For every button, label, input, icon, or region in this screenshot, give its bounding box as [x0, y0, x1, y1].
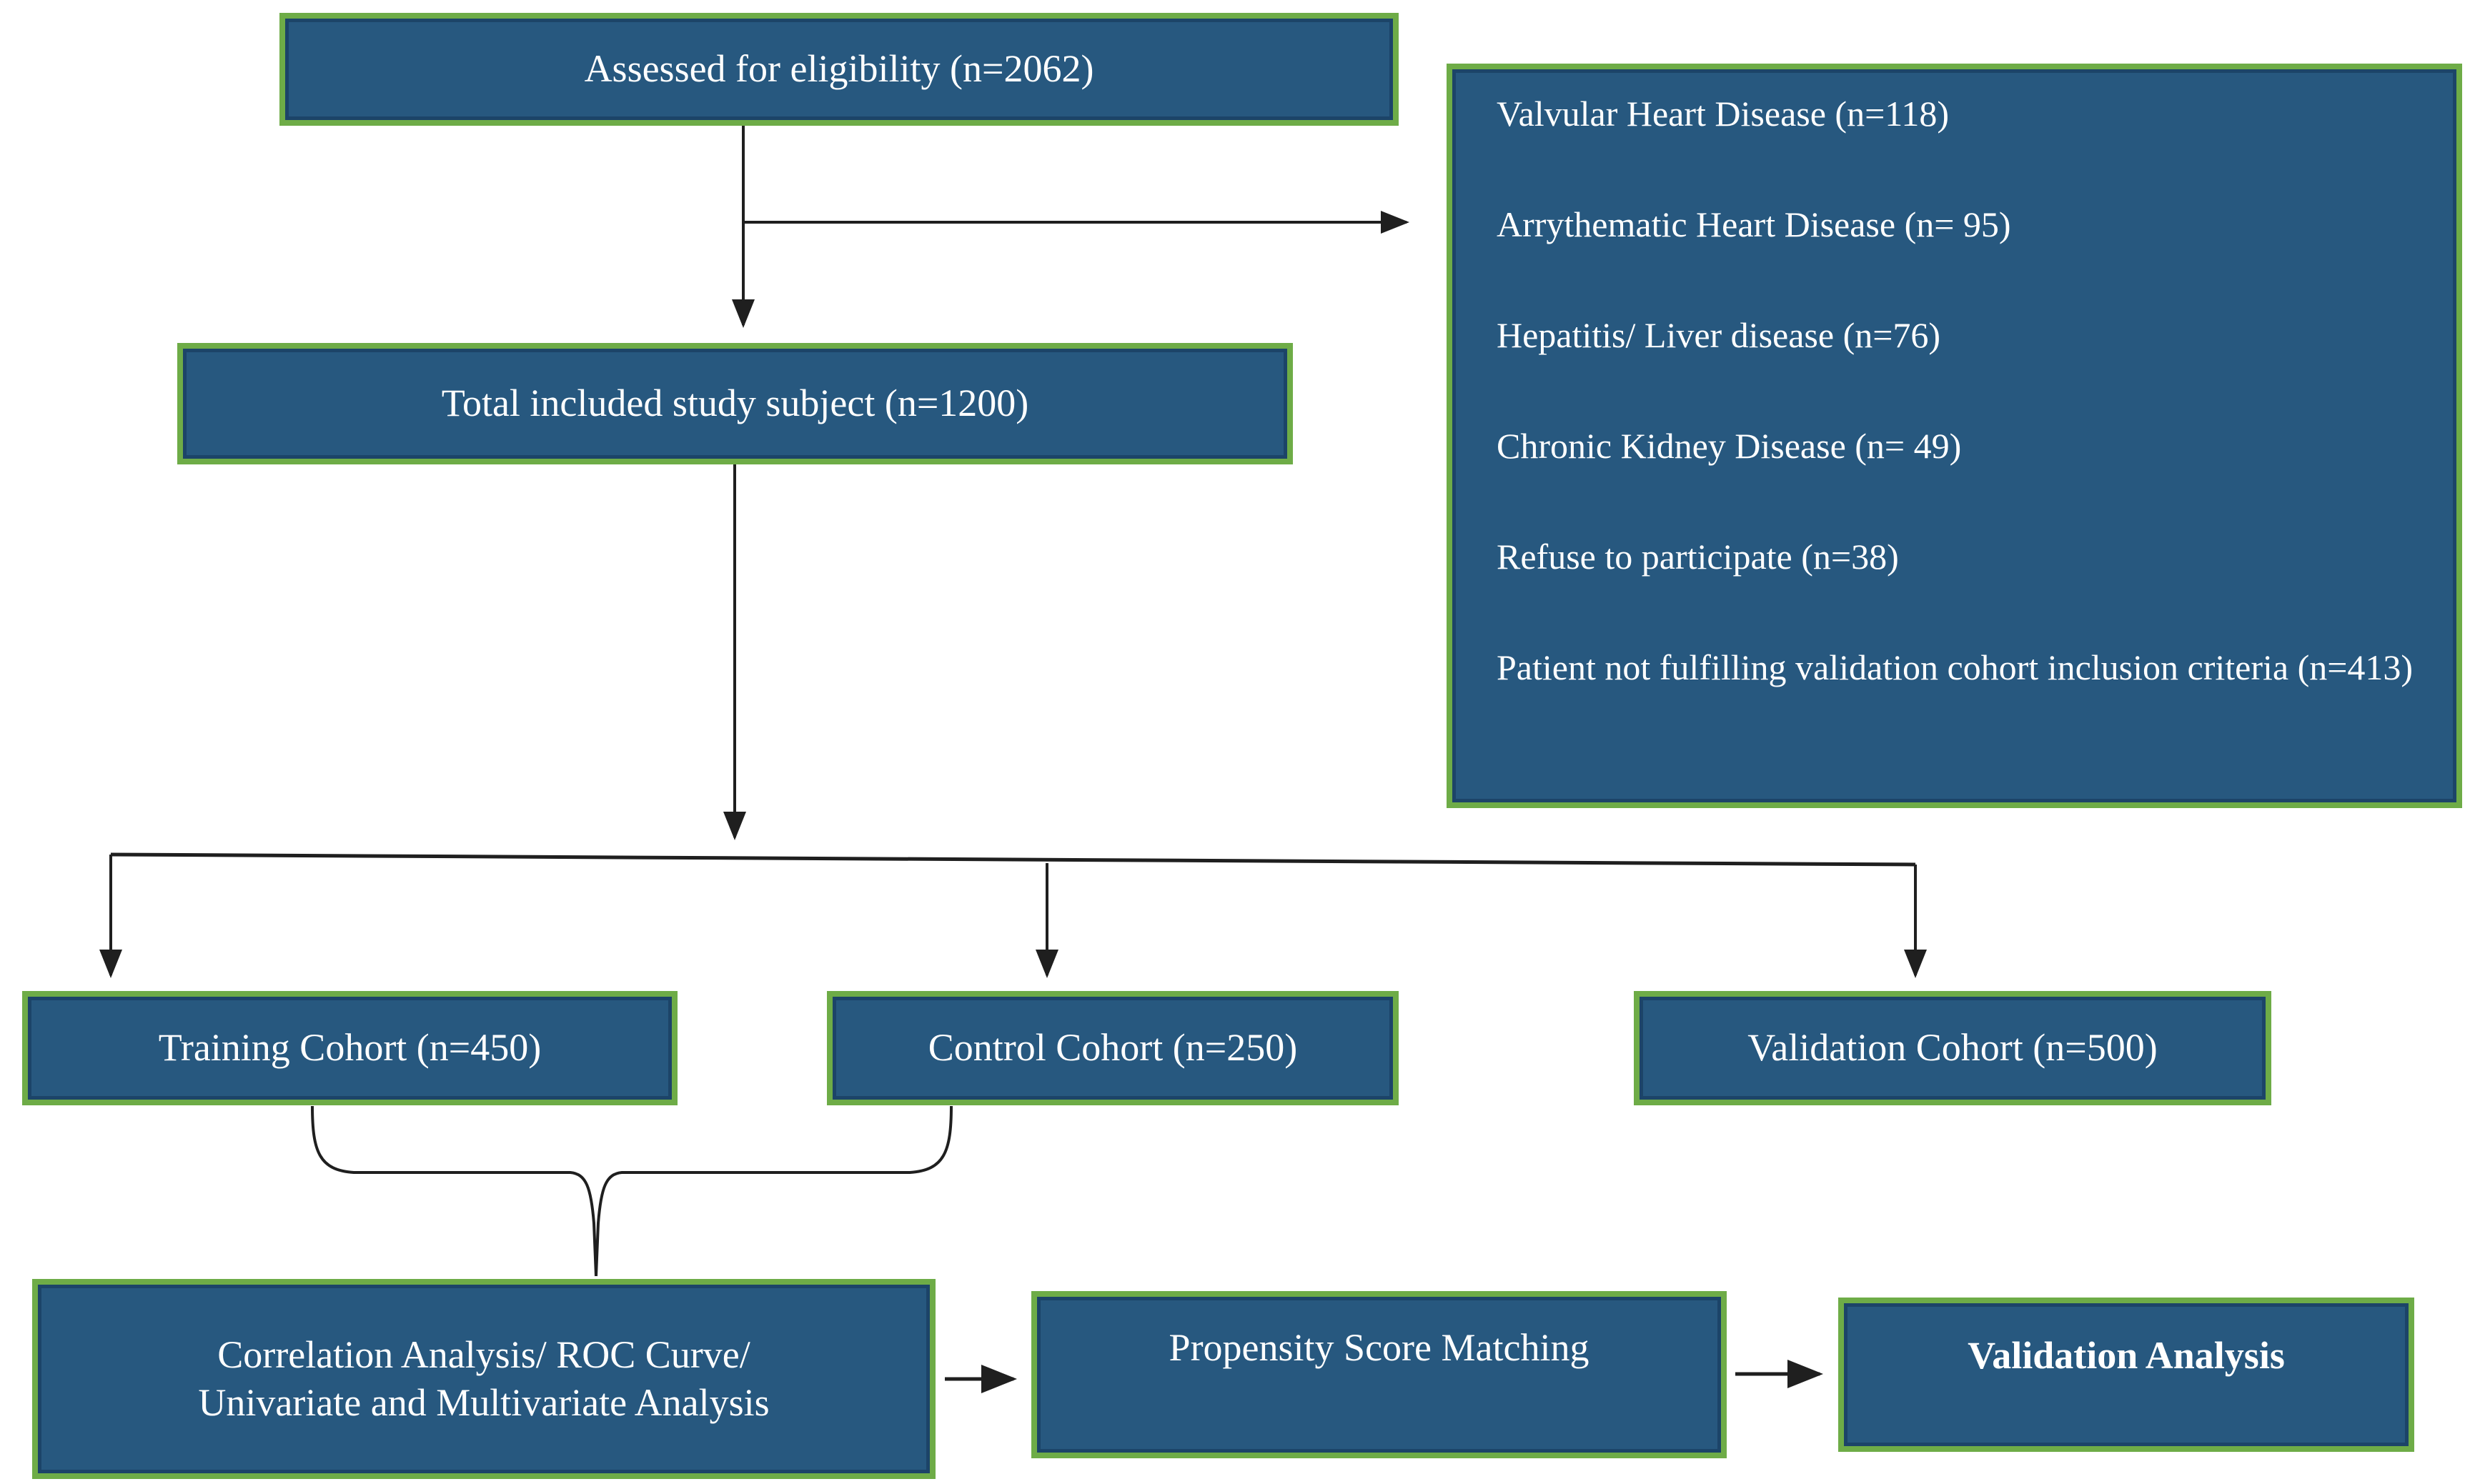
correlation-analysis-box: Correlation Analysis/ ROC Curve/ Univari… — [32, 1279, 936, 1479]
assessed-eligibility-box: Assessed for eligibility (n=2062) — [279, 13, 1399, 126]
total-included-label: Total included study subject (n=1200) — [441, 382, 1029, 425]
validation-analysis-box: Validation Analysis — [1838, 1298, 2414, 1452]
exclusion-item: Patient not fulfilling validation cohort… — [1497, 647, 2414, 687]
exclusion-item: Refuse to participate (n=38) — [1497, 537, 1899, 577]
correlation-analysis-line-1: Correlation Analysis/ ROC Curve/ — [217, 1333, 750, 1376]
control-cohort-label: Control Cohort (n=250) — [928, 1026, 1298, 1070]
assessed-eligibility-label: Assessed for eligibility (n=2062) — [584, 47, 1094, 91]
validation-cohort-label: Validation Cohort (n=500) — [1747, 1026, 2158, 1070]
training-cohort-label: Training Cohort (n=450) — [158, 1026, 542, 1070]
propensity-score-matching-box: Propensity Score Matching — [1031, 1291, 1727, 1458]
exclusions-box: Valvular Heart Disease (n=118) Arrythema… — [1447, 64, 2462, 808]
control-cohort-box: Control Cohort (n=250) — [827, 991, 1399, 1105]
validation-cohort-box: Validation Cohort (n=500) — [1634, 991, 2271, 1105]
exclusion-item: Hepatitis/ Liver disease (n=76) — [1497, 315, 1941, 355]
distributor-line — [110, 852, 1916, 867]
exclusion-item: Chronic Kidney Disease (n= 49) — [1497, 426, 1962, 466]
exclusion-item: Arrythematic Heart Disease (n= 95) — [1497, 204, 2011, 244]
training-cohort-box: Training Cohort (n=450) — [22, 991, 678, 1105]
propensity-score-matching-label: Propensity Score Matching — [1169, 1326, 1589, 1369]
validation-analysis-label: Validation Analysis — [1968, 1334, 2285, 1377]
merge-brace-left — [311, 1105, 597, 1277]
merge-brace-right — [595, 1105, 953, 1277]
correlation-analysis-line-2: Univariate and Multivariate Analysis — [198, 1381, 770, 1424]
total-included-box: Total included study subject (n=1200) — [177, 343, 1293, 464]
exclusion-item: Valvular Heart Disease (n=118) — [1497, 94, 1950, 134]
